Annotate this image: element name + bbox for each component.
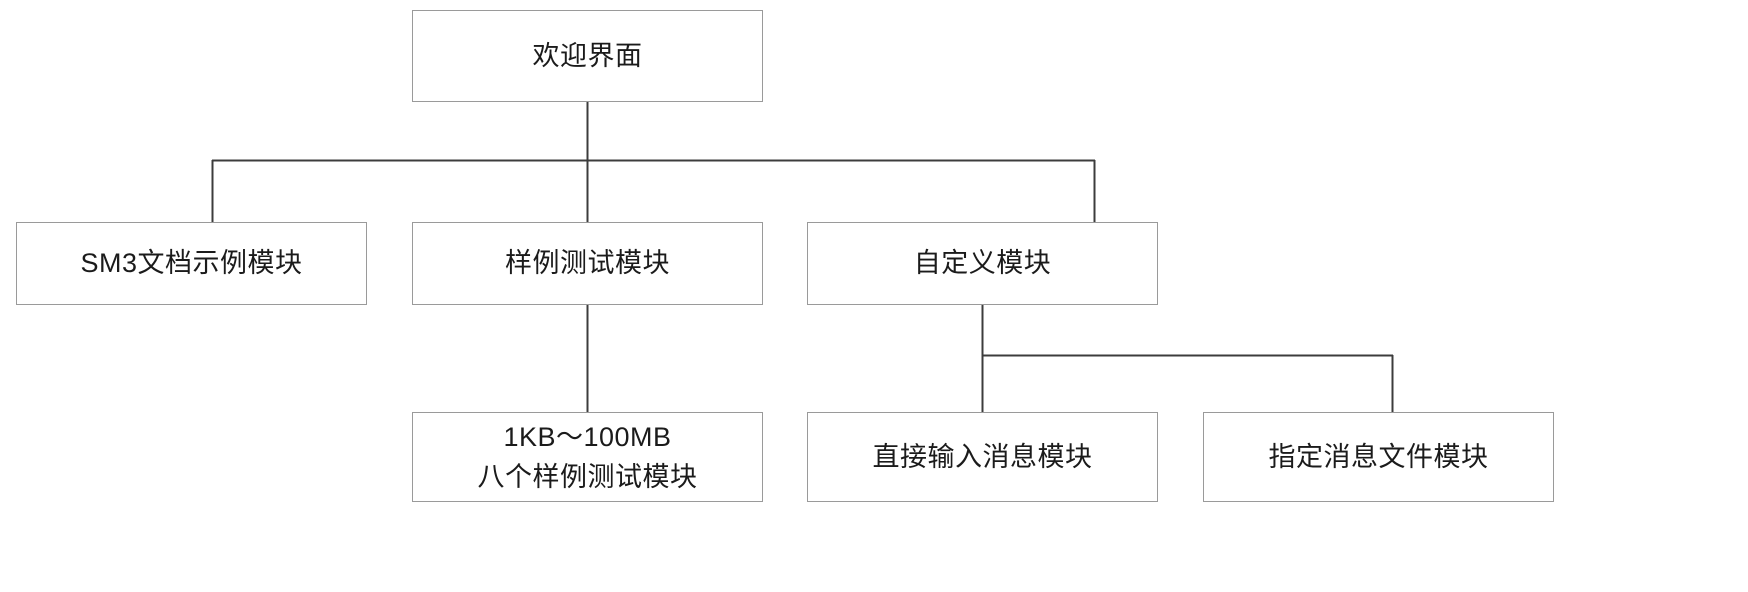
node-label-size-range-detail: 八个样例测试模块 [477,462,698,492]
node-custom-module[interactable]: 自定义模块 [807,222,1158,305]
node-welcome-screen[interactable]: 欢迎界面 [412,10,763,102]
node-label-sm3-doc-example-module: SM3文档示例模块 [80,248,303,279]
node-label-sample-test-module: 样例测试模块 [505,248,670,279]
node-sample-test-module[interactable]: 样例测试模块 [412,222,763,305]
node-label-welcome-screen: 欢迎界面 [532,40,643,71]
node-specify-message-file-module[interactable]: 指定消息文件模块 [1203,412,1554,502]
node-direct-input-message-module[interactable]: 直接输入消息模块 [807,412,1158,502]
node-label-specify-message-file-module: 指定消息文件模块 [1268,441,1489,472]
node-label-custom-module: 自定义模块 [913,248,1052,279]
node-sm3-doc-example-module[interactable]: SM3文档示例模块 [16,222,367,305]
node-label-size-range: 1KB〜100MB [503,421,672,452]
node-size-range-sample-module[interactable]: 1KB〜100MB 八个样例测试模块 [412,412,763,502]
node-label-direct-input-message-module: 直接输入消息模块 [872,441,1093,472]
